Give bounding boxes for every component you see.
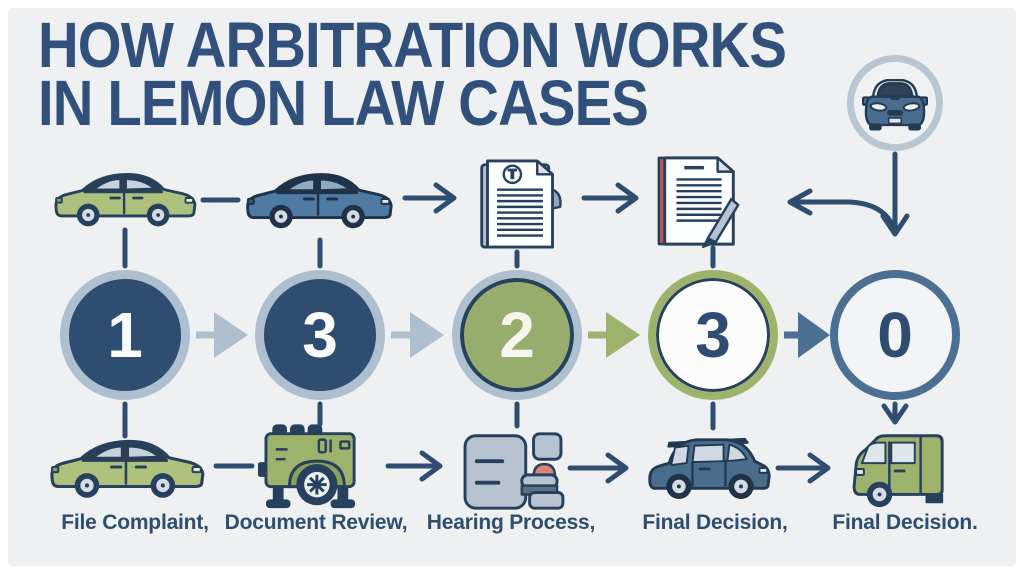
step-1-circle: 1: [60, 270, 190, 400]
car-front-icon: [862, 79, 928, 131]
navy-suv-side-icon: [648, 437, 771, 500]
page-title-line1: HOW ARBITRATION WORKS: [38, 9, 787, 81]
step-5-label: Final Decision.: [832, 511, 978, 534]
step-2-number: 3: [302, 299, 338, 371]
step-3-circle: 2: [452, 270, 582, 400]
step-4-label: Final Decision,: [642, 511, 788, 534]
hearing-desk-icon: [463, 432, 565, 510]
step-5-circle: 0: [830, 270, 960, 400]
step-5-number: 0: [877, 299, 913, 371]
step-2-label: Document Review,: [224, 511, 408, 534]
step-3-number: 2: [499, 299, 535, 371]
document-seal-icon: [480, 159, 562, 249]
step-1-label: File Complaint,: [61, 511, 209, 534]
document-pen-icon: [657, 156, 740, 249]
green-trailer-icon: [258, 424, 356, 509]
step-2-circle: 3: [255, 270, 385, 400]
green-sedan-side-icon: [54, 172, 197, 227]
page-title-line2: IN LEMON LAW CASES: [38, 67, 649, 139]
green-sedan-side-icon: [50, 439, 205, 498]
car-front-circle-icon: [847, 55, 943, 151]
page-title: HOW ARBITRATION WORKS IN LEMON LAW CASES: [38, 9, 787, 139]
step-4-number: 3: [695, 299, 731, 371]
green-van-side-icon: [852, 434, 944, 508]
step-4-circle: 3: [648, 270, 778, 400]
step-1-number: 1: [107, 299, 143, 371]
step-3-label: Hearing Process,: [426, 511, 596, 534]
blue-sedan-side-icon: [246, 173, 393, 229]
